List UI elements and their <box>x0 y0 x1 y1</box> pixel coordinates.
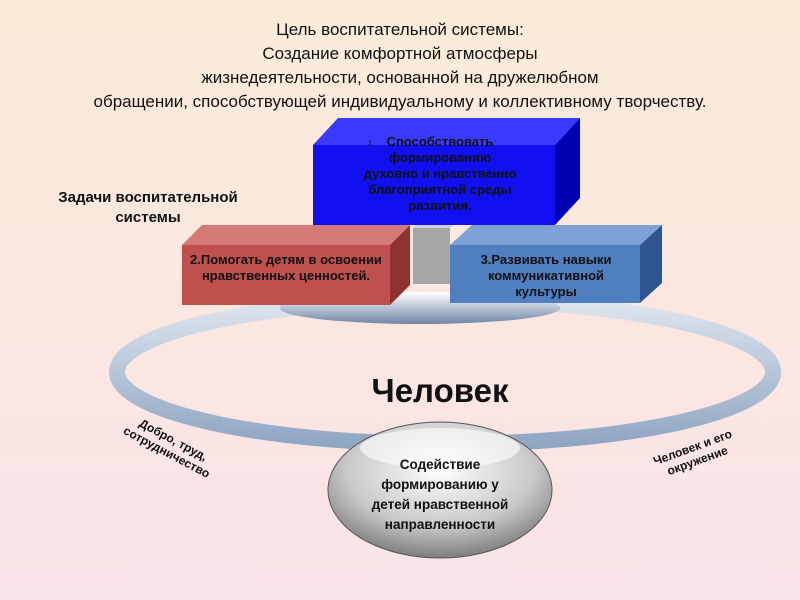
blue-box-side <box>555 118 580 225</box>
title-line: Создание комфортной атмосферы <box>262 44 538 63</box>
sphere-highlight <box>360 428 520 468</box>
task-box-2: 2.Помогать детям в освоении нравственных… <box>190 252 382 283</box>
sphere-text-line: детей нравственной <box>371 497 509 512</box>
tasks-label-line: системы <box>115 209 181 226</box>
title-line: обращении, способствующей индивидуальном… <box>93 92 707 111</box>
slide-title: Цель воспитательной системы: Создание ко… <box>0 18 800 114</box>
blue-box-top <box>313 118 580 145</box>
sphere-text-line: формированию у <box>381 477 499 492</box>
steel-box-top <box>450 225 662 245</box>
red-box-side <box>390 225 410 305</box>
sphere-text-line: Содействие <box>399 457 481 472</box>
task-number: 1. <box>368 140 374 147</box>
steel-box-front <box>450 245 640 303</box>
task-text: Способствовать формированию духовно и нр… <box>363 134 517 213</box>
title-line: жизнедеятельности, основанной на дружелю… <box>201 68 599 87</box>
red-box-front <box>182 245 390 305</box>
tasks-label-line: Задачи воспитательной <box>58 189 238 206</box>
center-label: Человек <box>371 372 509 409</box>
task-box-3: 3.Развивать навыки коммуникативной культ… <box>480 252 612 299</box>
blue-box-front <box>313 145 555 225</box>
gray-box <box>413 228 450 284</box>
title-line: Цель воспитательной системы: <box>276 20 524 39</box>
sphere-text-line: направленности <box>384 517 496 532</box>
task-box-1: 1. Способствовать формированию духовно и… <box>340 134 540 214</box>
sphere-text: Содействие формированию у детей нравстве… <box>345 455 535 535</box>
steel-box-side <box>640 225 662 303</box>
tasks-label: Задачи воспитательной системы <box>38 188 258 228</box>
red-box-top <box>182 225 410 245</box>
